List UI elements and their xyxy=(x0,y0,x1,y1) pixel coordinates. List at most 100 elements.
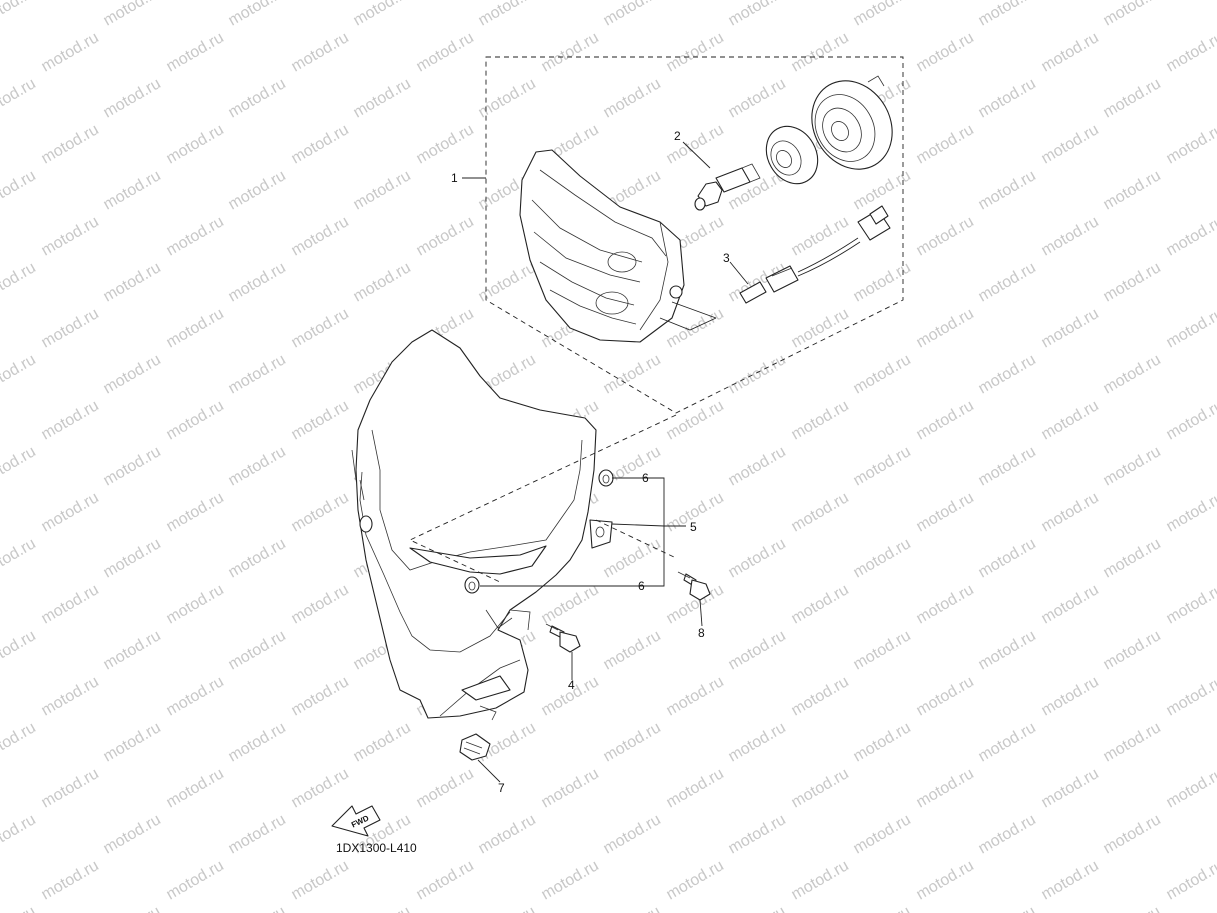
watermark-text: motod.ru xyxy=(226,351,289,397)
watermark-text: motod.ru xyxy=(289,213,352,259)
watermark-text: motod.ru xyxy=(164,489,227,535)
headlight-assembly-box xyxy=(485,56,904,414)
watermark-text: motod.ru xyxy=(1101,719,1164,765)
watermark-text: motod.ru xyxy=(1101,811,1164,857)
watermark-text: motod.ru xyxy=(226,0,289,29)
watermark-text: motod.ru xyxy=(101,903,164,913)
watermark-text: motod.ru xyxy=(226,811,289,857)
watermark-text: motod.ru xyxy=(226,535,289,581)
headlight-rear-cover xyxy=(811,75,893,170)
watermark-text: motod.ru xyxy=(789,489,852,535)
watermark-text: motod.ru xyxy=(164,121,227,167)
watermark-text: motod.ru xyxy=(351,167,414,213)
watermark-text: motod.ru xyxy=(1164,489,1217,535)
watermark-text: motod.ru xyxy=(39,765,102,811)
watermark-text: motod.ru xyxy=(1164,121,1217,167)
watermark-text: motod.ru xyxy=(0,0,39,29)
watermark-text: motod.ru xyxy=(0,627,39,673)
watermark-text: motod.ru xyxy=(1164,581,1217,627)
watermark-text: motod.ru xyxy=(164,213,227,259)
watermark-text: motod.ru xyxy=(101,351,164,397)
watermark-text: motod.ru xyxy=(1164,765,1217,811)
watermark-text: motod.ru xyxy=(101,0,164,29)
watermark-text: motod.ru xyxy=(414,765,477,811)
watermark-text: motod.ru xyxy=(1164,29,1217,75)
watermark-text: motod.ru xyxy=(789,397,852,443)
watermark-text: motod.ru xyxy=(0,903,39,913)
watermark-text: motod.ru xyxy=(726,75,789,121)
watermark-text: motod.ru xyxy=(226,167,289,213)
watermark-text: motod.ru xyxy=(976,903,1039,913)
watermark-text: motod.ru xyxy=(851,719,914,765)
headlight-bulb xyxy=(694,163,761,211)
watermark-text: motod.ru xyxy=(976,0,1039,29)
watermark-text: motod.ru xyxy=(914,397,977,443)
callout-3: 3 xyxy=(723,251,730,265)
watermark-text: motod.ru xyxy=(976,351,1039,397)
watermark-text: motod.ru xyxy=(39,213,102,259)
watermark-text: motod.ru xyxy=(851,443,914,489)
watermark-text: motod.ru xyxy=(226,627,289,673)
watermark-text: motod.ru xyxy=(226,903,289,913)
watermark-text: motod.ru xyxy=(289,489,352,535)
watermark-text: motod.ru xyxy=(39,305,102,351)
watermark-text: motod.ru xyxy=(164,397,227,443)
watermark-text: motod.ru xyxy=(976,535,1039,581)
callout-7: 7 xyxy=(498,781,505,795)
watermark-text: motod.ru xyxy=(851,627,914,673)
watermark-text: motod.ru xyxy=(789,29,852,75)
watermark-text: motod.ru xyxy=(1164,305,1217,351)
watermark-text: motod.ru xyxy=(101,627,164,673)
watermark-text: motod.ru xyxy=(0,443,39,489)
watermark-text: motod.ru xyxy=(0,259,39,305)
watermark-text: motod.ru xyxy=(1039,581,1102,627)
headlight-unit xyxy=(519,149,685,343)
watermark-text: motod.ru xyxy=(39,581,102,627)
watermark-text: motod.ru xyxy=(851,535,914,581)
watermark-text: motod.ru xyxy=(539,765,602,811)
watermark-text: motod.ru xyxy=(1101,627,1164,673)
watermark-text: motod.ru xyxy=(0,351,39,397)
watermark-text: motod.ru xyxy=(914,121,977,167)
watermark-text: motod.ru xyxy=(1101,259,1164,305)
watermark-text: motod.ru xyxy=(664,857,727,903)
watermark-text: motod.ru xyxy=(726,535,789,581)
watermark-text: motod.ru xyxy=(726,719,789,765)
watermark-text: motod.ru xyxy=(101,167,164,213)
watermark-text: motod.ru xyxy=(851,351,914,397)
callout-2: 2 xyxy=(674,129,681,143)
watermark-text: motod.ru xyxy=(226,75,289,121)
watermark-text: motod.ru xyxy=(101,259,164,305)
watermark-text: motod.ru xyxy=(289,673,352,719)
watermark-text: motod.ru xyxy=(914,581,977,627)
callout-1: 1 xyxy=(451,171,458,185)
watermark-text: motod.ru xyxy=(851,811,914,857)
watermark-text: motod.ru xyxy=(289,765,352,811)
watermark-text: motod.ru xyxy=(164,581,227,627)
watermark-text: motod.ru xyxy=(1039,857,1102,903)
watermark-text: motod.ru xyxy=(539,857,602,903)
watermark-text: motod.ru xyxy=(164,305,227,351)
bolt-4 xyxy=(545,623,581,653)
watermark-text: motod.ru xyxy=(601,627,664,673)
watermark-text: motod.ru xyxy=(664,765,727,811)
watermark-text: motod.ru xyxy=(1039,765,1102,811)
watermark-text: motod.ru xyxy=(289,305,352,351)
watermark-text: motod.ru xyxy=(789,305,852,351)
watermark-text: motod.ru xyxy=(414,857,477,903)
watermark-text: motod.ru xyxy=(1039,121,1102,167)
watermark-text: motod.ru xyxy=(351,0,414,29)
watermark-text: motod.ru xyxy=(664,397,727,443)
watermark-text: motod.ru xyxy=(601,75,664,121)
fwd-arrow-icon: FWD xyxy=(331,805,381,837)
watermark-text: motod.ru xyxy=(976,627,1039,673)
watermark-text: motod.ru xyxy=(351,259,414,305)
watermark-text: motod.ru xyxy=(664,121,727,167)
watermark-text: motod.ru xyxy=(476,903,539,913)
watermark-text: motod.ru xyxy=(289,121,352,167)
watermark-text: motod.ru xyxy=(1039,29,1102,75)
watermark-text: motod.ru xyxy=(226,443,289,489)
callout-4: 4 xyxy=(568,678,575,692)
